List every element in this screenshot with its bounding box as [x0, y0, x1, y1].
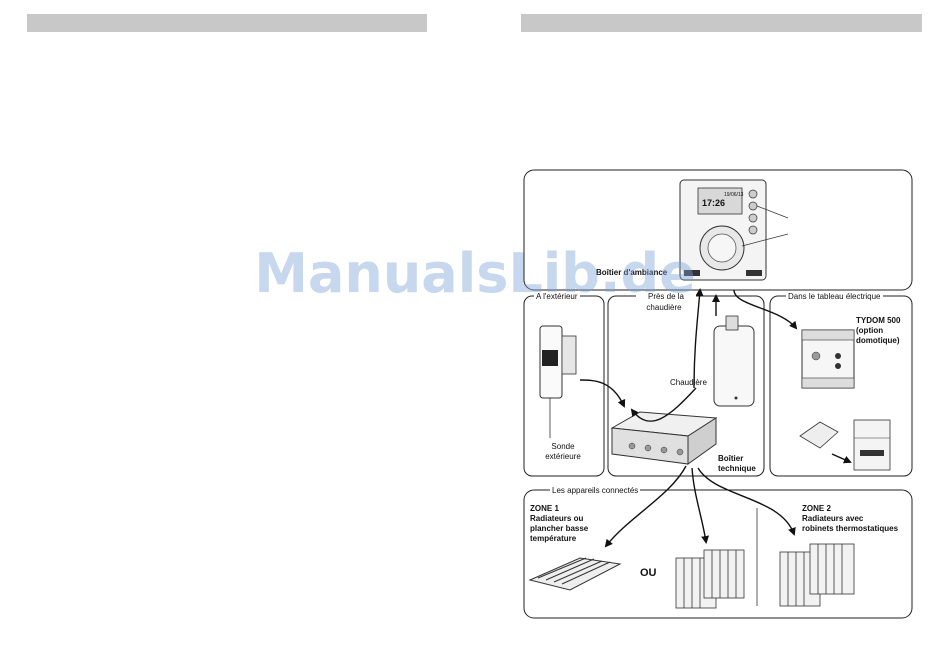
tydom-label-3: domotique) [856, 336, 900, 345]
sensor-label-1: Sonde [551, 442, 575, 451]
installation-diagram: Boîtier d'ambiance A l'extérieur Près de… [520, 166, 916, 626]
tydom-label-2: (option [856, 326, 884, 335]
right-header-bar [521, 14, 922, 32]
radiator-zone2 [779, 543, 855, 607]
connected-section-label: Les appareils connectés [550, 486, 641, 496]
outside-section-label: A l'extérieur [534, 292, 580, 302]
zone1-label-1: ZONE 1 [530, 504, 559, 513]
near-boiler-label-2: chaudière [646, 303, 682, 312]
thermostat-device [679, 179, 789, 281]
near-boiler-label-1: Près de la [636, 292, 696, 302]
outdoor-sensor [539, 325, 577, 438]
sensor-label-2: extérieure [545, 452, 581, 461]
zone2-label-3: robinets thermostatiques [802, 524, 899, 533]
boiler-label: Chaudière [670, 378, 707, 387]
display-time: 17:26 [702, 198, 726, 208]
box-label-1: Boîtier [718, 454, 744, 463]
connected-frame [523, 489, 913, 619]
connection-arrows [579, 288, 798, 548]
box-label-2: technique [718, 464, 756, 473]
diagram-drawing [523, 169, 913, 619]
zone1-label-3: plancher basse [530, 524, 589, 533]
radiator-zone1 [675, 549, 745, 609]
zone2-label-2: Radiateurs avec [802, 514, 864, 523]
underfloor-heating [528, 557, 622, 591]
boiler [713, 315, 755, 407]
left-header-bar [27, 14, 427, 32]
panel-section-label: Dans le tableau électrique [786, 292, 883, 302]
tydom-label-1: TYDOM 500 [856, 316, 901, 325]
or-label: OU [640, 567, 657, 579]
zone2-label-1: ZONE 2 [802, 504, 831, 513]
display-date: 19/06/13 [724, 192, 744, 198]
phone-and-cabinet [799, 419, 891, 471]
zone1-label-4: température [530, 534, 577, 543]
technical-box [610, 411, 718, 465]
thermostat-frame [523, 169, 913, 291]
tydom-module [801, 329, 855, 389]
zone1-label-2: Radiateurs ou [530, 514, 584, 523]
thermostat-label: Boîtier d'ambiance [596, 268, 668, 277]
